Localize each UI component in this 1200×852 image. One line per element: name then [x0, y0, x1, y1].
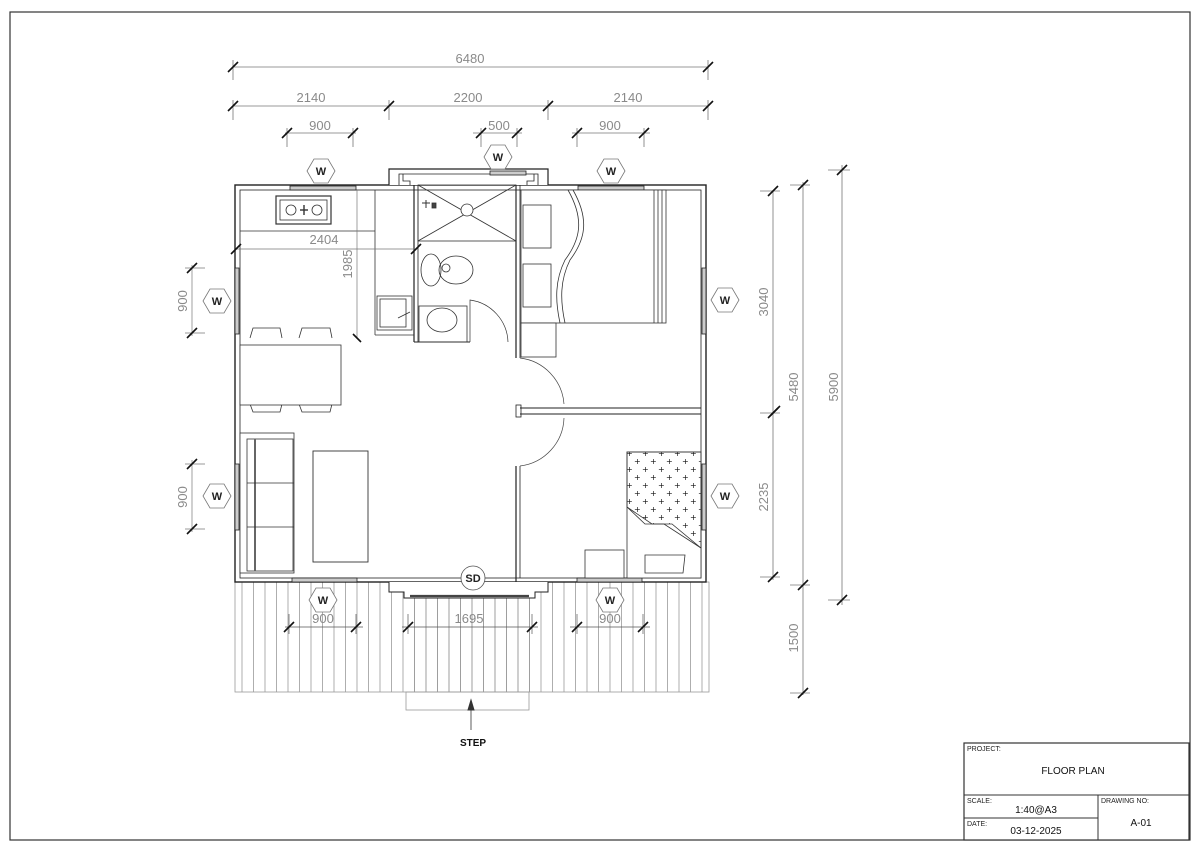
single-bed	[626, 451, 702, 579]
drawing-no-label: DRAWING NO:	[1101, 798, 1149, 805]
svg-text:W: W	[605, 595, 616, 607]
windows	[234, 170, 707, 583]
dim-right-upper: 3040	[756, 288, 771, 317]
project-label: PROJECT:	[967, 746, 1001, 753]
desk	[584, 549, 625, 579]
dim-right-lower: 2235	[756, 483, 771, 512]
svg-text:SD: SD	[465, 573, 480, 585]
dim-window-bottom-left: 900	[312, 611, 334, 626]
window-tag-right-lower: W	[710, 483, 740, 509]
scale-label: SCALE:	[967, 798, 992, 805]
shower	[417, 184, 517, 242]
window-tag-left-lower: W	[202, 483, 232, 509]
drawing-no-value: A-01	[1130, 818, 1152, 829]
dim-window-top-left: 900	[309, 118, 331, 133]
deck	[234, 581, 710, 711]
sofa	[239, 432, 295, 574]
kitchen-sink	[376, 295, 413, 331]
dim-sliding-door: 1695	[455, 611, 484, 626]
dim-top-left: 2140	[297, 90, 326, 105]
page-border	[9, 11, 1191, 841]
title-block	[963, 742, 1190, 841]
window-tag-top-left: W	[306, 158, 336, 184]
dim-kitchen-width: 2404	[310, 232, 339, 247]
svg-text:W: W	[212, 491, 223, 503]
kitchen	[240, 190, 414, 336]
pillow	[522, 263, 552, 308]
date-value: 03-12-2025	[1010, 826, 1062, 837]
top-dimensions	[227, 60, 714, 147]
svg-text:W: W	[318, 595, 329, 607]
dim-window-top-middle: 500	[488, 118, 510, 133]
dim-window-left-upper: 900	[175, 290, 190, 312]
dim-window-left-lower: 900	[175, 486, 190, 508]
window-tag-top-right: W	[596, 158, 626, 184]
sliding-door-tag: SD	[460, 565, 486, 591]
dim-deck-depth: 1500	[786, 624, 801, 653]
svg-text:W: W	[493, 152, 504, 164]
cooktop	[275, 195, 332, 225]
svg-text:W: W	[720, 295, 731, 307]
dim-kitchen-depth: 1985	[340, 250, 355, 279]
coffee-table	[312, 450, 369, 563]
bedside-table	[520, 322, 557, 358]
bottom-dimensions	[283, 614, 650, 634]
left-dimensions	[185, 262, 205, 535]
window-tag-left-upper: W	[202, 288, 232, 314]
dining-table	[239, 327, 342, 413]
svg-text:W: W	[316, 166, 327, 178]
vanity	[418, 305, 468, 343]
dim-top-overall: 6480	[456, 51, 485, 66]
step	[405, 691, 530, 711]
date-label: DATE:	[967, 821, 987, 828]
dim-top-middle: 2200	[454, 90, 483, 105]
toilet-bowl	[438, 255, 474, 285]
pillow	[644, 554, 686, 574]
pillow	[522, 204, 552, 249]
dim-right-overall-total: 5900	[826, 373, 841, 402]
window-tag-bottom-right: W	[595, 587, 625, 613]
dim-window-top-right: 900	[599, 118, 621, 133]
svg-text:W: W	[212, 296, 223, 308]
dim-right-interior-total: 5480	[786, 373, 801, 402]
window-tag-right-upper: W	[710, 287, 740, 313]
step-arrow-icon	[467, 698, 475, 730]
window-tag-top-middle: W	[483, 144, 513, 170]
master-bed	[520, 189, 667, 358]
dim-top-right: 2140	[614, 90, 643, 105]
project-value: FLOOR PLAN	[1041, 766, 1104, 777]
bedroom-doors	[519, 357, 565, 467]
toilet-tank	[420, 253, 442, 287]
bathroom	[417, 184, 517, 343]
dim-window-bottom-right: 900	[599, 611, 621, 626]
right-dimensions	[760, 164, 850, 699]
scale-value: 1:40@A3	[1015, 805, 1057, 816]
svg-text:W: W	[720, 491, 731, 503]
window-tag-bottom-left: W	[308, 587, 338, 613]
svg-text:W: W	[606, 166, 617, 178]
step-label: STEP	[460, 738, 486, 749]
